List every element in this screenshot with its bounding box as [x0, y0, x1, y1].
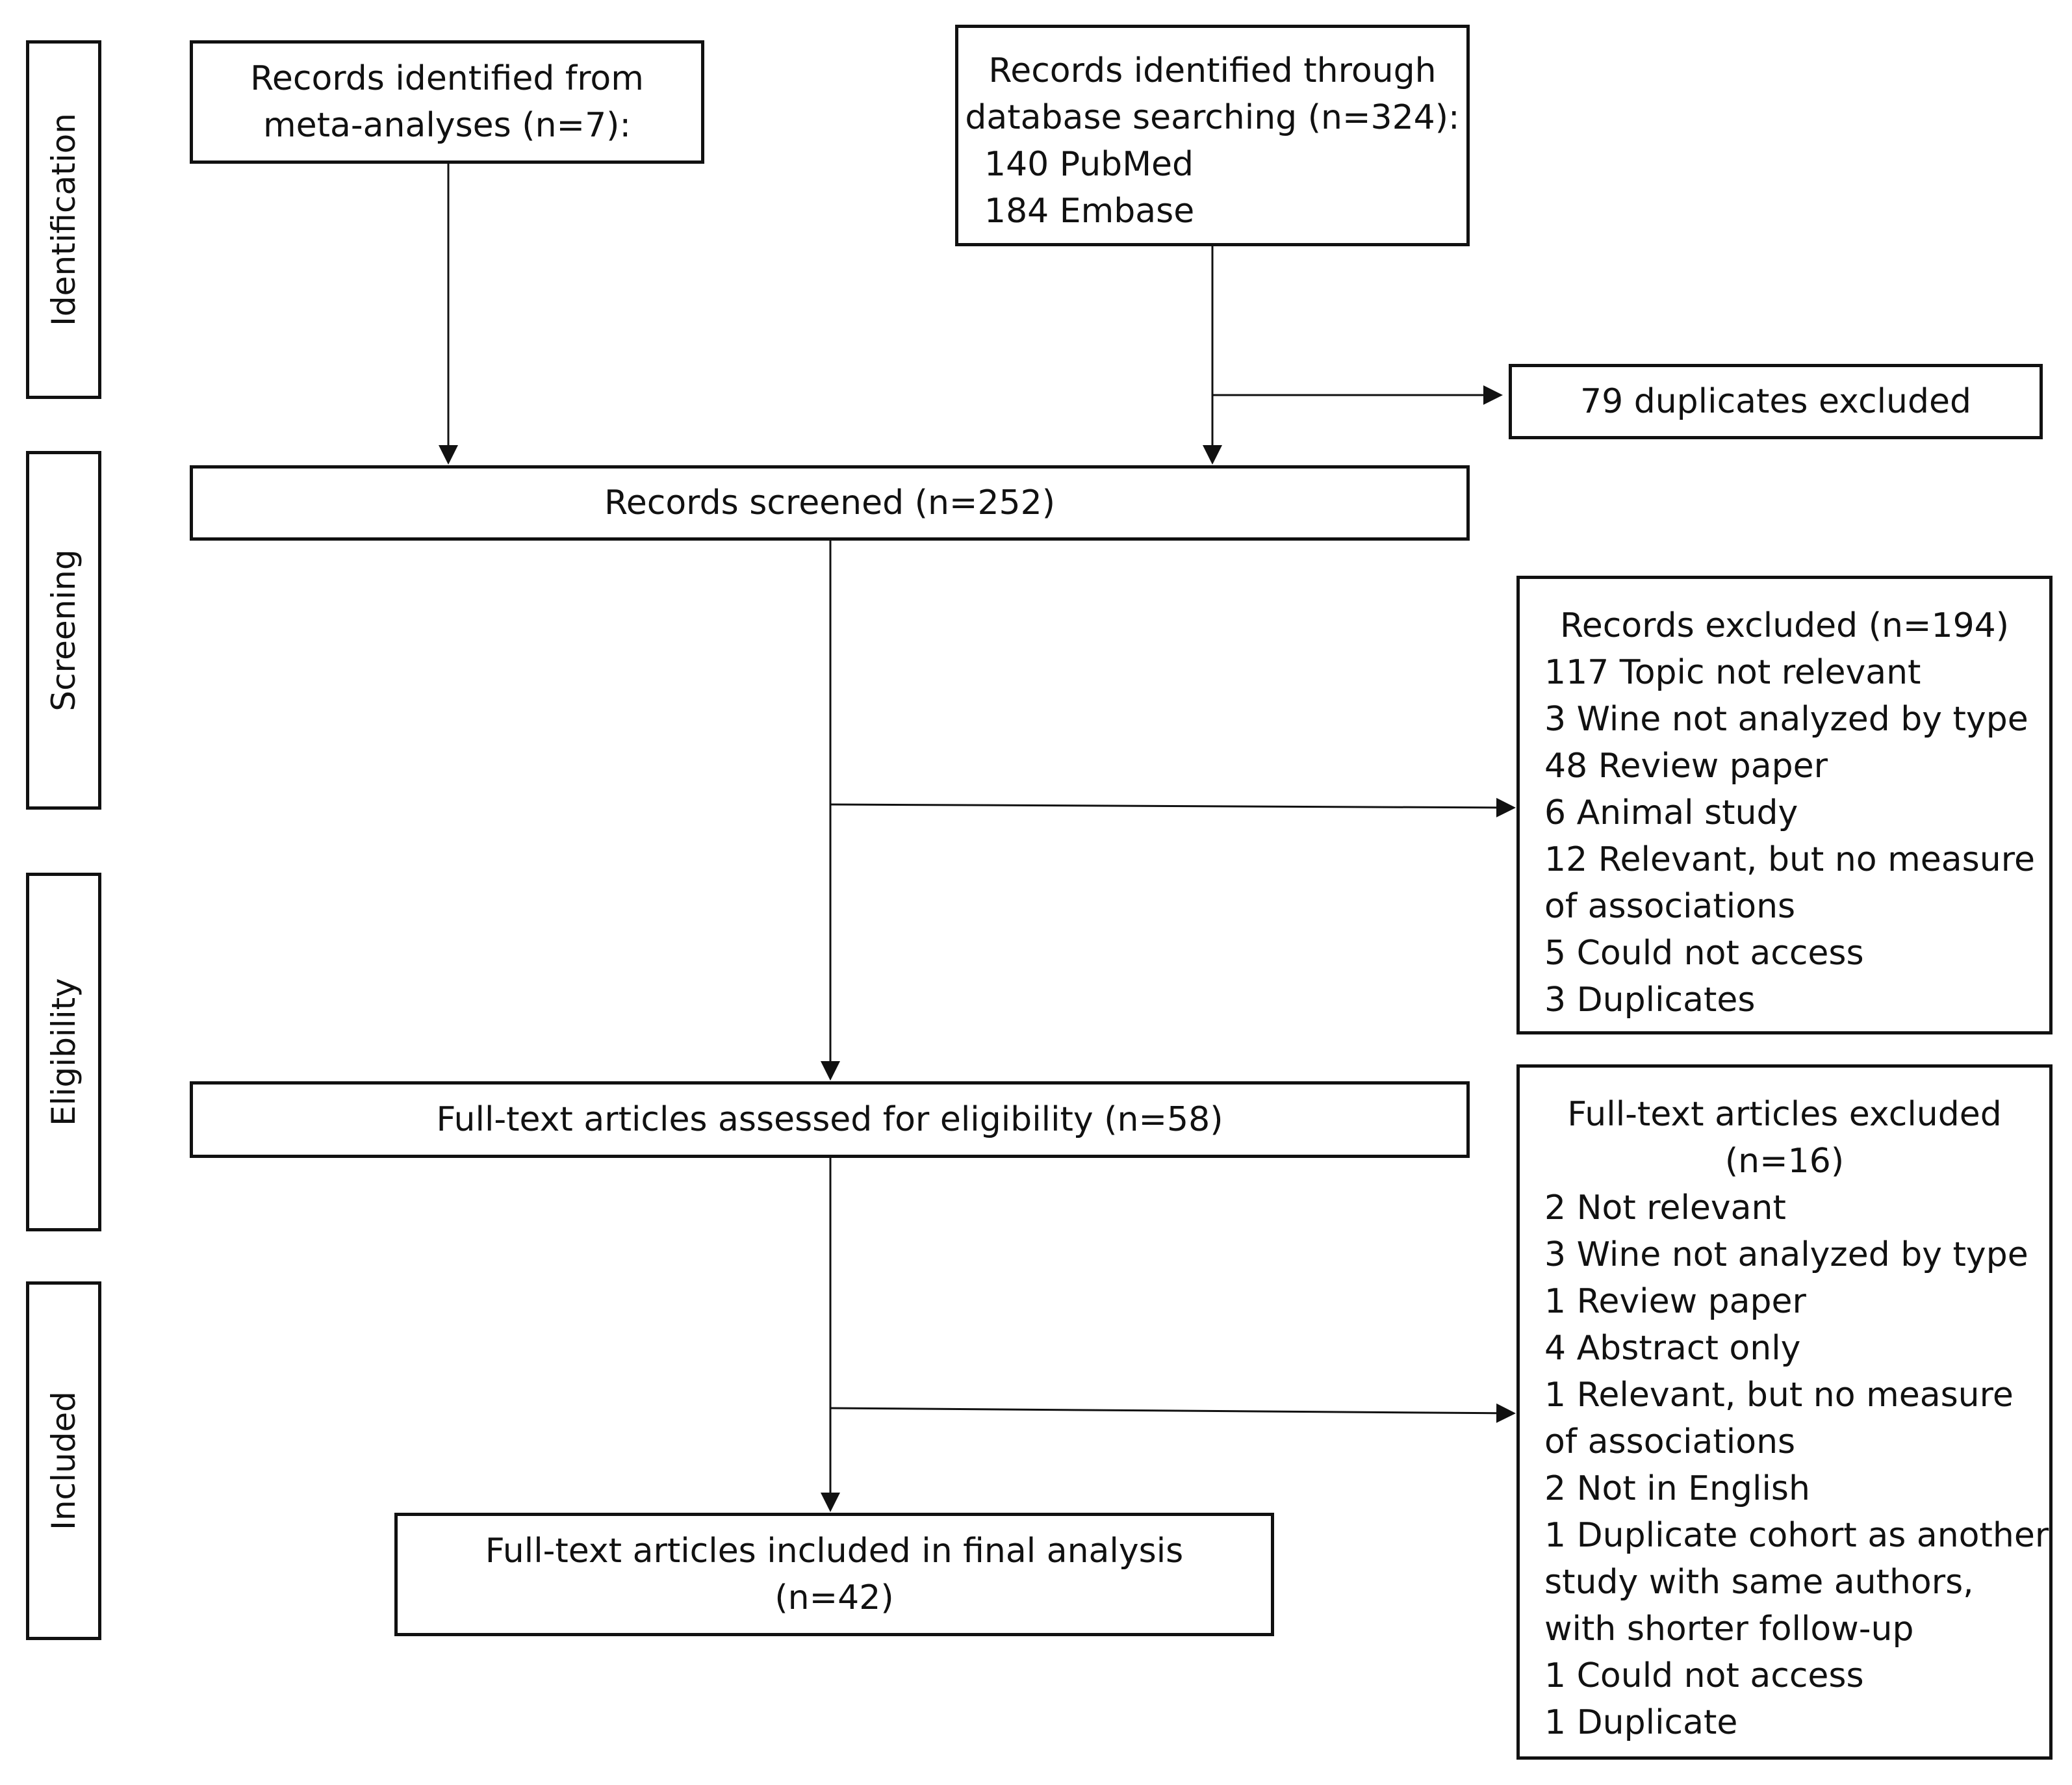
records-excluded-item: 5 Could not access: [1544, 934, 1864, 973]
fulltext-excluded-item: with shorter follow-up: [1544, 1610, 1914, 1649]
fulltext-included-line-1: Full-text articles included in final ana…: [485, 1532, 1184, 1571]
database-search-pubmed: 140 PubMed: [984, 145, 1194, 184]
fulltext-excluded-item: 1 Duplicate: [1544, 1703, 1738, 1742]
arrow-to-fulltext-excluded: [830, 1403, 1516, 1423]
fulltext-excluded-item: 4 Abstract only: [1544, 1329, 1801, 1368]
fulltext-excluded-item: 1 Review paper: [1544, 1282, 1806, 1321]
fulltext-excluded-item: 1 Could not access: [1544, 1656, 1864, 1695]
database-search-embase: 184 Embase: [984, 192, 1195, 231]
records-excluded-item: 3 Duplicates: [1544, 981, 1756, 1020]
meta-analyses-box: Records identified from meta-analyses (n…: [190, 40, 704, 164]
duplicates-excluded-box: 79 duplicates excluded: [1509, 364, 2043, 439]
fulltext-assessed-text: Full-text articles assessed for eligibil…: [436, 1100, 1223, 1139]
database-search-header-1: Records identified through: [988, 51, 1437, 90]
stage-eligibility: Eligibility: [26, 873, 101, 1231]
records-excluded-item: of associations: [1544, 887, 1796, 926]
records-excluded-item: 6 Animal study: [1544, 793, 1798, 832]
stage-screening: Screening: [26, 451, 101, 810]
records-screened-text: Records screened (n=252): [604, 483, 1056, 522]
stage-included: Included: [26, 1281, 101, 1640]
records-excluded-item: 3 Wine not analyzed by type: [1544, 700, 2028, 739]
fulltext-included-box: Full-text articles included in final ana…: [394, 1513, 1274, 1636]
records-excluded-item: 117 Topic not relevant: [1544, 653, 1921, 692]
fulltext-excluded-item: 1 Relevant, but no measure: [1544, 1376, 2014, 1415]
fulltext-excluded-item: study with same authors,: [1544, 1563, 1974, 1602]
fulltext-excluded-box: Full-text articles excluded (n=16) 2 Not…: [1516, 1064, 2053, 1760]
records-excluded-item: 48 Review paper: [1544, 747, 1828, 786]
records-excluded-header: Records excluded (n=194): [1559, 606, 2010, 645]
records-excluded-item: 12 Relevant, but no measure: [1544, 840, 2035, 879]
fulltext-excluded-header-2: (n=16): [1724, 1142, 1845, 1181]
meta-analyses-line-1: Records identified from: [250, 59, 644, 98]
fulltext-excluded-item: 1 Duplicate cohort as another: [1544, 1516, 2049, 1555]
fulltext-excluded-item: 2 Not in English: [1544, 1469, 1810, 1508]
records-excluded-box: Records excluded (n=194) 117 Topic not r…: [1516, 576, 2053, 1034]
fulltext-excluded-item: 2 Not relevant: [1544, 1188, 1786, 1227]
records-screened-box: Records screened (n=252): [190, 465, 1470, 541]
fulltext-excluded-item: 3 Wine not analyzed by type: [1544, 1235, 2028, 1274]
database-search-box: Records identified through database sear…: [955, 25, 1470, 246]
meta-analyses-line-2: meta-analyses (n=7):: [263, 106, 631, 145]
duplicates-excluded-text: 79 duplicates excluded: [1580, 382, 1971, 421]
fulltext-included-line-2: (n=42): [774, 1578, 894, 1617]
fulltext-assessed-box: Full-text articles assessed for eligibil…: [190, 1081, 1470, 1158]
stage-identification: Identification: [26, 40, 101, 399]
database-search-header-2: database searching (n=324):: [965, 98, 1460, 137]
arrow-to-records-excluded: [830, 797, 1516, 817]
fulltext-excluded-header-1: Full-text articles excluded: [1567, 1095, 2002, 1134]
fulltext-excluded-item: of associations: [1544, 1422, 1796, 1461]
